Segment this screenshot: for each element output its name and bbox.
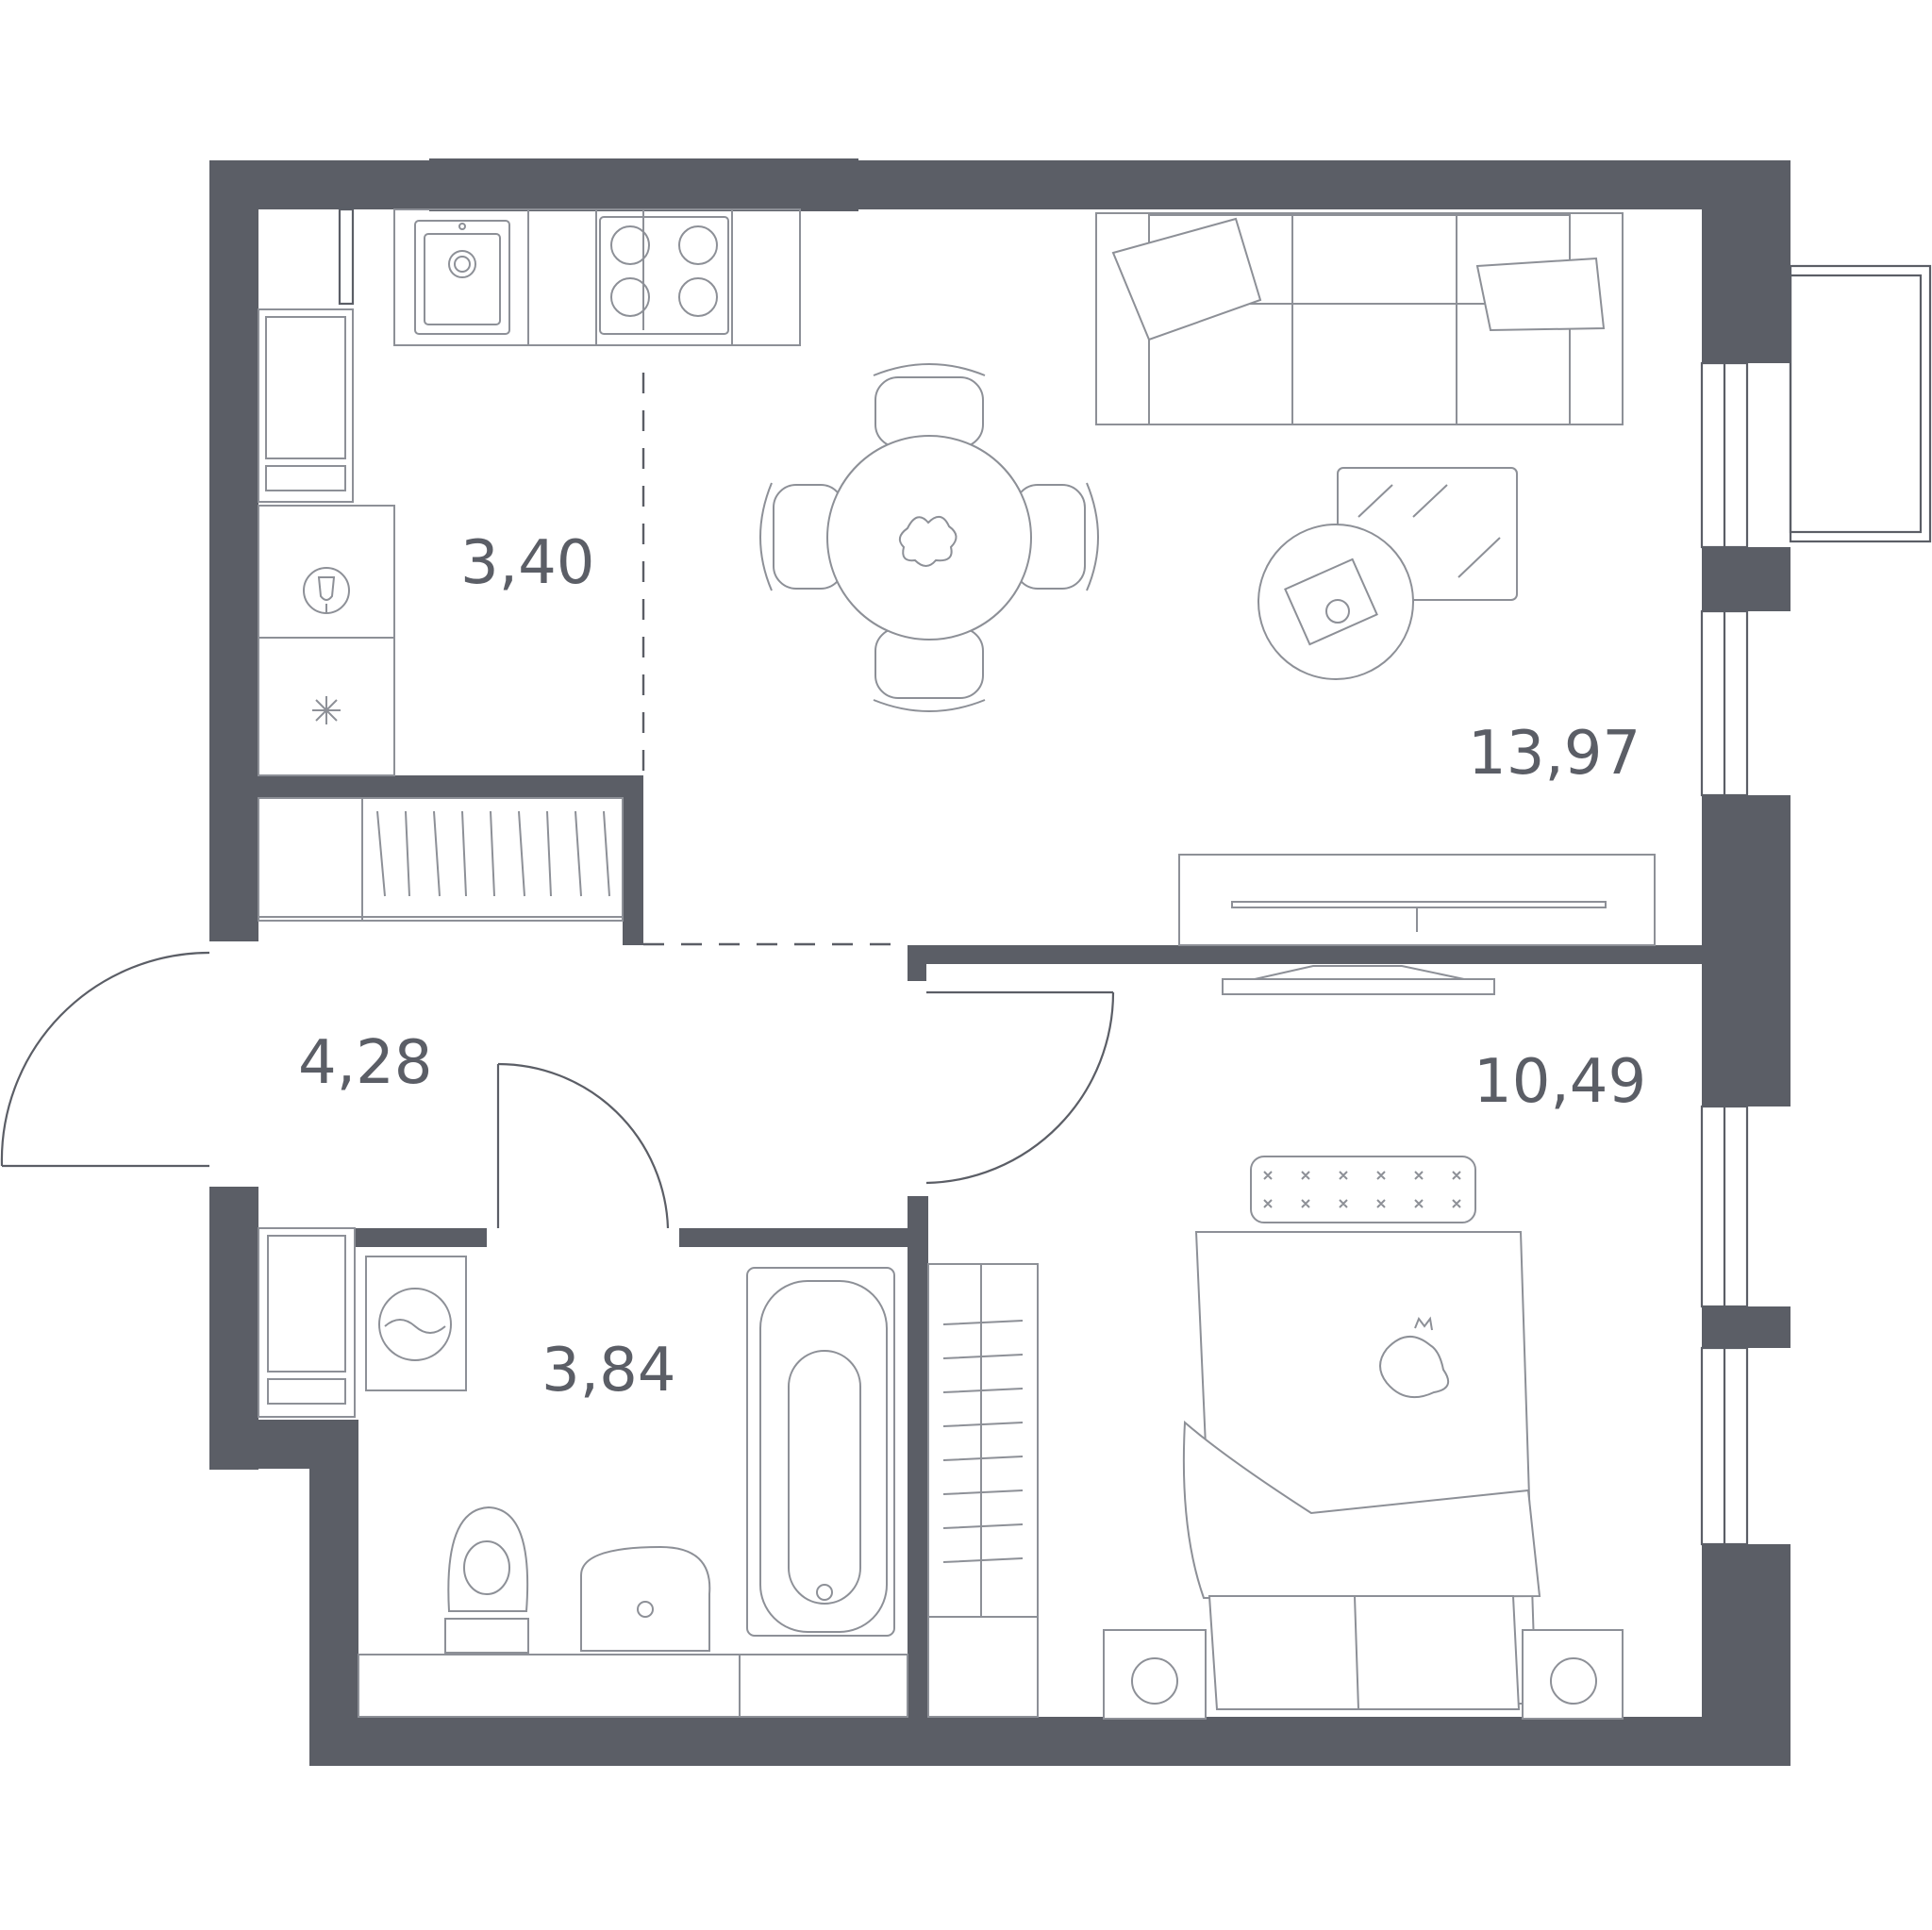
area-hall: 4,28: [298, 1028, 433, 1098]
kitchen-furniture: [258, 208, 801, 922]
area-bedroom: 10,49: [1474, 1047, 1646, 1117]
bathroom-fixtures: [258, 1227, 908, 1718]
sofa: [1095, 212, 1624, 425]
snowflake-icon: [312, 696, 341, 724]
wall-bottom: [309, 1717, 1790, 1766]
area-kitchen: 3,40: [460, 528, 595, 598]
wall-right-top: [1702, 160, 1790, 363]
bath-bottom-shelf: [358, 1654, 908, 1718]
washing-machine: [365, 1256, 467, 1391]
wall-bath-top-left: [355, 1228, 487, 1247]
bedroom-furniture: [927, 1156, 1624, 1720]
dining-table-top: [826, 435, 1032, 641]
nightstand-left: [1103, 1629, 1207, 1720]
wall-bath-top-right: [679, 1228, 926, 1247]
lamp-left-icon: [1131, 1657, 1178, 1705]
washer-drum-icon: [378, 1288, 452, 1361]
cooktop: [599, 216, 729, 335]
kitchen-side-counter: [258, 505, 395, 776]
tub-drain-icon: [816, 1584, 833, 1601]
interior-walls: [258, 208, 1702, 1717]
entrance-door-swing: [0, 951, 210, 1167]
wall-right-pier-2: [1702, 795, 1790, 1106]
sink: [414, 220, 510, 335]
coffee-table-group: [1257, 467, 1518, 680]
dining-set: [759, 363, 1099, 712]
wall-bedroom-post: [908, 945, 926, 981]
pillow-right: [1353, 1595, 1521, 1710]
bedroom-tv: [1222, 978, 1495, 995]
sink-drain-icon: [448, 250, 476, 278]
cushion-right: [1475, 257, 1606, 332]
fridge: [258, 308, 354, 503]
boiler: [258, 1227, 356, 1418]
area-bathroom: 3,84: [541, 1336, 676, 1406]
lamp-right-icon: [1550, 1657, 1597, 1705]
bedroom-door-swing: [925, 991, 1115, 1185]
bathtub: [746, 1267, 895, 1637]
washbasin: [580, 1545, 711, 1652]
bedroom-wardrobe: [927, 1263, 1039, 1618]
wall-bath-right: [908, 1196, 928, 1717]
area-living: 13,97: [1468, 719, 1641, 789]
nightstand-right: [1522, 1629, 1624, 1720]
windows: [1700, 264, 1932, 1546]
hall-wardrobe: [258, 797, 624, 922]
wall-hall-top: [258, 775, 643, 798]
headboard-pillows: [1250, 1156, 1476, 1223]
bathroom-door-swing: [497, 1062, 670, 1229]
tv-screen: [1231, 901, 1607, 908]
wall-left-upper: [209, 160, 258, 941]
toilet: [447, 1506, 529, 1612]
wall-hall-top-post: [623, 775, 643, 945]
doors: [0, 373, 1115, 1229]
kitchen-partition: [338, 208, 355, 306]
wall-right-pier-3: [1702, 1306, 1790, 1348]
flowers-icon: [898, 516, 958, 567]
area-labels: 3,40 13,97 4,28 10,49 3,84: [298, 528, 1646, 1406]
balcony: [1789, 264, 1932, 543]
wall-right-bottom: [1702, 1544, 1790, 1766]
wall-right-pier-1: [1702, 547, 1790, 611]
blanket: [1182, 1420, 1541, 1600]
wall-left-bottom: [309, 1420, 358, 1766]
cushion-left: [1111, 217, 1262, 341]
tv-cabinet: [1178, 854, 1656, 946]
pillow-left: [1208, 1595, 1364, 1710]
tv-stand: [1178, 854, 1656, 995]
cat-icon: [1379, 1316, 1450, 1399]
wall-top-left-thick: [429, 158, 858, 211]
exterior-walls: [209, 158, 1790, 1766]
wall-bedroom-top: [908, 945, 1702, 964]
